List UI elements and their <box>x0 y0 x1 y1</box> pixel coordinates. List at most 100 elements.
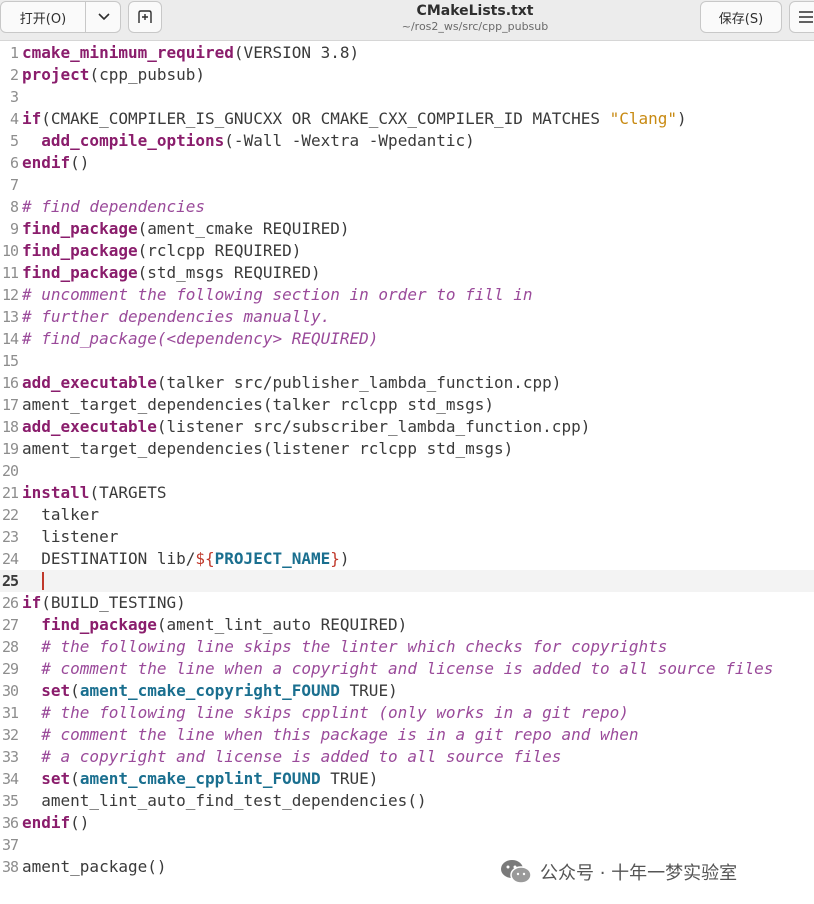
new-tab-button[interactable] <box>128 1 162 33</box>
code-text: listener <box>22 527 119 546</box>
line-number: 23 <box>1 528 19 546</box>
code-text: ament_target_dependencies(listener rclcp… <box>22 439 514 458</box>
line-number: 32 <box>1 726 19 744</box>
line-number: 5 <box>9 132 19 150</box>
code-line[interactable]: 3 <box>0 86 814 108</box>
code-text: if(CMAKE_COMPILER_IS_GNUCXX OR CMAKE_CXX… <box>22 109 687 128</box>
code-line[interactable]: 22 talker <box>0 504 814 526</box>
code-line[interactable]: 24 DESTINATION lib/${PROJECT_NAME}) <box>0 548 814 570</box>
code-text: find_package(ament_lint_auto REQUIRED) <box>41 615 408 634</box>
line-number: 28 <box>1 638 19 656</box>
open-dropdown-button[interactable] <box>85 2 120 32</box>
line-number: 18 <box>1 418 19 436</box>
code-line[interactable]: 5 add_compile_options(-Wall -Wextra -Wpe… <box>0 130 814 152</box>
code-line[interactable]: 23 listener <box>0 526 814 548</box>
code-line[interactable]: 28 # the following line skips the linter… <box>0 636 814 658</box>
window-subtitle: ~/ros2_ws/src/cpp_pubsub <box>401 20 549 33</box>
line-number: 37 <box>1 836 19 854</box>
line-number: 33 <box>1 748 19 766</box>
code-line[interactable]: 27 find_package(ament_lint_auto REQUIRED… <box>0 614 814 636</box>
watermark-text: 公众号 · 十年一梦实验室 <box>540 863 738 884</box>
line-number: 21 <box>1 484 19 502</box>
code-text: add_executable(listener src/subscriber_l… <box>22 417 591 436</box>
code-line[interactable]: 35 ament_lint_auto_find_test_dependencie… <box>0 790 814 812</box>
code-line[interactable]: 8# find dependencies <box>0 196 814 218</box>
code-line[interactable]: 30 set(ament_cmake_copyright_FOUND TRUE) <box>0 680 814 702</box>
line-number: 20 <box>1 462 19 480</box>
hamburger-menu-icon <box>799 11 813 23</box>
code-text: find_package(rclcpp REQUIRED) <box>22 241 302 260</box>
line-number: 16 <box>1 374 19 392</box>
text-cursor <box>42 572 44 590</box>
line-number: 26 <box>1 594 19 612</box>
line-number: 36 <box>1 814 19 832</box>
code-text: add_executable(talker src/publisher_lamb… <box>22 373 562 392</box>
code-line[interactable]: 31 # the following line skips cpplint (o… <box>0 702 814 724</box>
line-number: 31 <box>1 704 19 722</box>
code-line[interactable]: 34 set(ament_cmake_cpplint_FOUND TRUE) <box>0 768 814 790</box>
code-text: # comment the line when a copyright and … <box>41 659 774 678</box>
code-line[interactable]: 29 # comment the line when a copyright a… <box>0 658 814 680</box>
line-number: 15 <box>1 352 19 370</box>
line-number: 7 <box>9 176 19 194</box>
line-number: 1 <box>9 44 19 62</box>
code-text: add_compile_options(-Wall -Wextra -Wpeda… <box>41 131 475 150</box>
line-number: 11 <box>1 264 19 282</box>
code-text: set(ament_cmake_copyright_FOUND TRUE) <box>41 681 398 700</box>
code-text: ament_lint_auto_find_test_dependencies() <box>22 791 427 810</box>
code-text: # comment the line when this package is … <box>41 725 639 744</box>
watermark: 公众号 · 十年一梦实验室 <box>500 858 737 886</box>
code-line[interactable]: 37 <box>0 834 814 856</box>
line-number: 38 <box>1 858 19 876</box>
line-number: 8 <box>9 198 19 216</box>
line-number: 30 <box>1 682 19 700</box>
code-text: find_package(ament_cmake REQUIRED) <box>22 219 350 238</box>
code-text: if(BUILD_TESTING) <box>22 593 186 612</box>
code-line[interactable]: 13# further dependencies manually. <box>0 306 814 328</box>
line-number: 6 <box>9 154 19 172</box>
code-text: # further dependencies manually. <box>22 307 331 326</box>
line-number: 27 <box>1 616 19 634</box>
line-number: 3 <box>9 88 19 106</box>
window-title: CMakeLists.txt <box>416 3 534 19</box>
code-text: endif() <box>22 813 90 832</box>
open-button[interactable]: 打开(O) <box>19 11 67 27</box>
header-bar: 打开(O) CMakeLists.txt ~/ros2_ws/src/cpp_p… <box>0 0 814 41</box>
code-text: install(TARGETS <box>22 483 167 502</box>
code-text: # the following line skips the linter wh… <box>41 637 668 656</box>
code-line[interactable]: 20 <box>0 460 814 482</box>
line-number: 29 <box>1 660 19 678</box>
menu-button[interactable] <box>789 1 814 33</box>
code-line[interactable]: 15 <box>0 350 814 372</box>
code-line[interactable]: 33 # a copyright and license is added to… <box>0 746 814 768</box>
line-number: 13 <box>1 308 19 326</box>
code-text: set(ament_cmake_cpplint_FOUND TRUE) <box>41 769 379 788</box>
line-number: 17 <box>1 396 19 414</box>
code-line[interactable]: 25 <box>0 570 814 592</box>
code-text: # find dependencies <box>22 197 206 216</box>
code-text: # uncomment the following section in ord… <box>22 285 533 304</box>
save-button[interactable]: 保存(S) <box>700 1 782 33</box>
code-line[interactable]: 12# uncomment the following section in o… <box>0 284 814 306</box>
line-number: 10 <box>1 242 19 260</box>
code-text: ament_target_dependencies(talker rclcpp … <box>22 395 495 414</box>
code-line[interactable]: 14# find_package(<dependency> REQUIRED) <box>0 328 814 350</box>
code-line[interactable]: 7 <box>0 174 814 196</box>
code-line[interactable]: 32 # comment the line when this package … <box>0 724 814 746</box>
